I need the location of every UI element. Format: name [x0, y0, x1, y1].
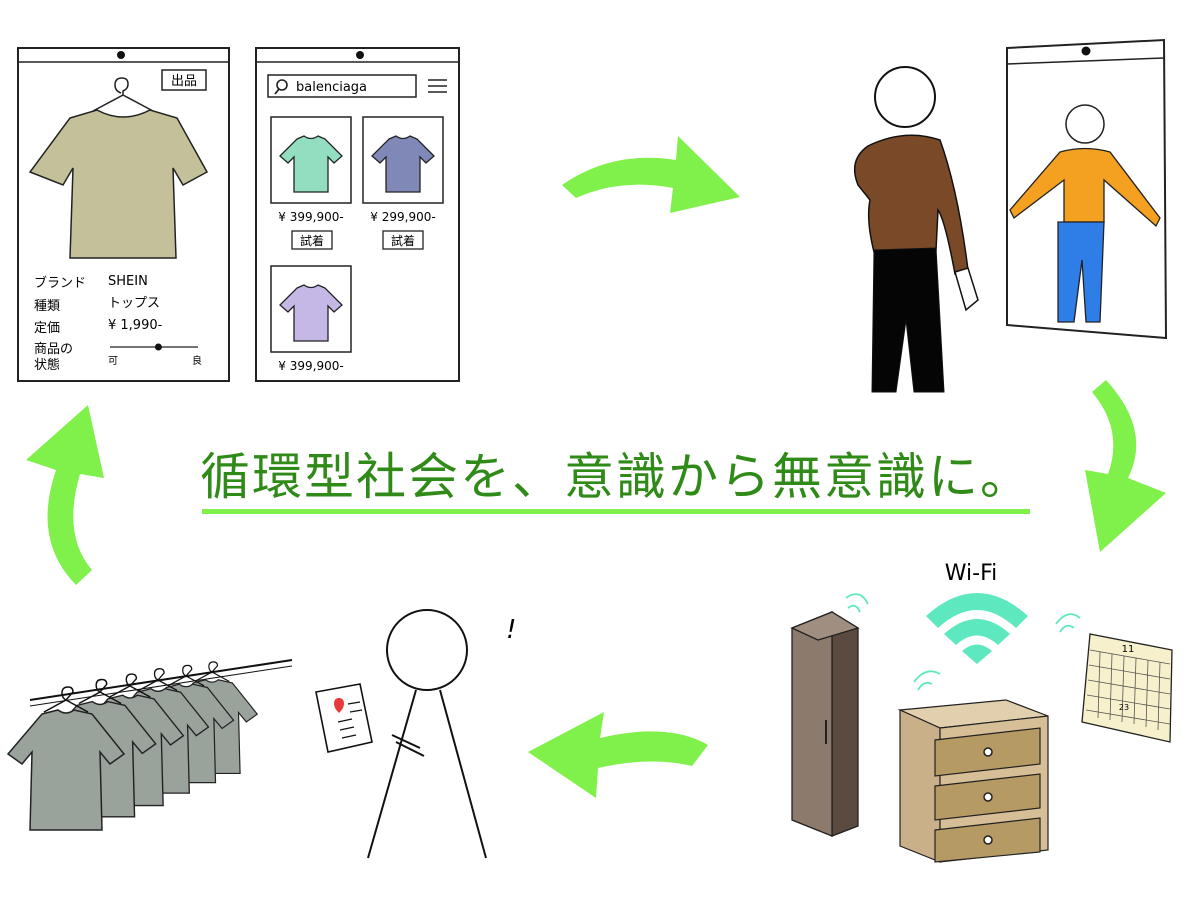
person-fitting: [855, 67, 978, 392]
cycle-arrow-icon: [26, 405, 104, 585]
type-value: トップス: [108, 296, 160, 311]
shop-screen: balenciaga ¥ 399,900- 試着 ¥ 299,900- 試着 ¥…: [256, 48, 459, 381]
try-on-label: 試着: [391, 233, 415, 248]
brand-value: SHEIN: [108, 274, 148, 289]
camera-icon: [1082, 47, 1091, 56]
sell-screen: 出品 ブランド SHEIN 種類 トップス 定価 ¥ 1,990- 商品の 状態…: [18, 48, 229, 381]
condition-label-2: 状態: [34, 357, 60, 373]
cycle-arrow-icon: [1085, 380, 1166, 552]
condition-label-1: 商品の: [34, 342, 73, 357]
price-label: 定価: [34, 321, 60, 336]
cycle-arrow-icon: [562, 136, 740, 213]
product-price: ¥ 399,900-: [278, 210, 343, 224]
camera-icon: [356, 51, 364, 59]
try-on-label: 試着: [300, 233, 324, 248]
tablet: [316, 684, 372, 752]
smart-mirror: [1007, 40, 1166, 338]
price-value: ¥ 1,990-: [108, 318, 163, 333]
camera-icon: [117, 51, 125, 59]
person-notified: !: [316, 610, 516, 858]
product-price: ¥ 399,900-: [278, 359, 343, 373]
search-query: balenciaga: [296, 80, 367, 95]
clothes-rack: [8, 660, 292, 830]
slogan: 循環型社会を、意識から無意識に。: [200, 446, 1030, 508]
wifi-label: Wi-Fi: [945, 561, 998, 586]
brand-label: ブランド: [34, 275, 86, 291]
condition-low: 可: [108, 356, 118, 367]
slogan-underline: [202, 509, 1030, 514]
calendar-day: 23: [1119, 703, 1129, 712]
dresser: [900, 700, 1048, 862]
calendar: 11 23: [1082, 634, 1172, 742]
condition-high: 良: [192, 354, 202, 367]
list-item-button[interactable]: 出品: [171, 74, 197, 89]
type-label: 種類: [34, 298, 60, 314]
wifi-icon: [926, 593, 1028, 664]
exclamation-icon: !: [506, 615, 516, 645]
condition-slider-knob[interactable]: [155, 344, 162, 351]
product-price: ¥ 299,900-: [370, 210, 435, 224]
calendar-month: 11: [1122, 644, 1135, 655]
closet: [792, 612, 858, 836]
cycle-arrow-icon: [528, 712, 708, 798]
